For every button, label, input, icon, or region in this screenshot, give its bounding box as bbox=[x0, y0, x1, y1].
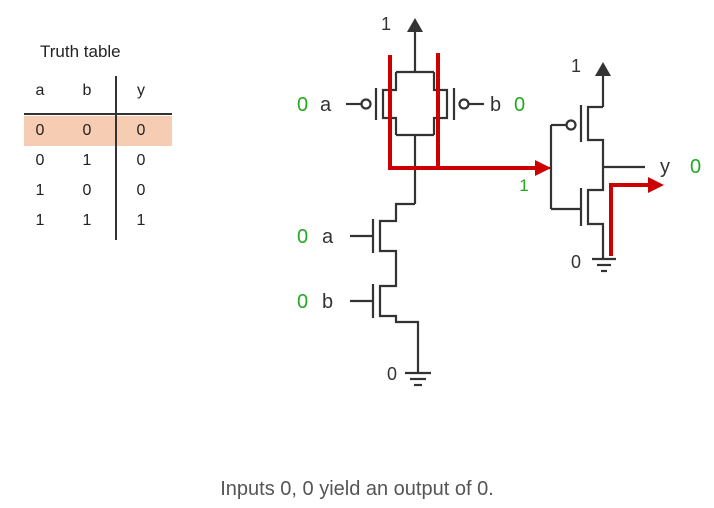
cell-y: 0 bbox=[136, 152, 146, 169]
truth-table-title: Truth table bbox=[40, 42, 121, 61]
intermediate-value: 1 bbox=[519, 176, 528, 195]
output-value: 0 bbox=[690, 156, 701, 178]
inverter-vdd-arrow-icon bbox=[595, 62, 611, 76]
cell-b: 0 bbox=[82, 122, 92, 139]
input-a-value: 0 bbox=[297, 94, 308, 116]
pmos-transistor-b bbox=[432, 72, 484, 135]
ground-symbol bbox=[405, 371, 431, 387]
output-label: y bbox=[660, 156, 670, 178]
cell-y: 0 bbox=[136, 122, 146, 139]
input-a-label: a bbox=[320, 94, 332, 116]
inverter-nmos bbox=[551, 167, 605, 258]
nmos-transistor-a bbox=[350, 202, 415, 268]
header-a: a bbox=[35, 82, 45, 99]
nmos-a-value: 0 bbox=[297, 226, 308, 248]
cell-y: 1 bbox=[136, 212, 146, 229]
gnd-label: 0 bbox=[387, 364, 397, 384]
table-row: 0 0 0 bbox=[24, 116, 172, 146]
cell-b: 0 bbox=[82, 182, 92, 199]
output-path-arrow-icon bbox=[648, 177, 664, 193]
cell-b: 1 bbox=[82, 212, 92, 229]
inverter-gate bbox=[549, 74, 645, 273]
inverter-pmos bbox=[551, 105, 605, 167]
inverter-ground-symbol bbox=[592, 257, 616, 273]
cell-a: 0 bbox=[35, 122, 45, 139]
conduction-path-left bbox=[388, 55, 541, 170]
truth-table-header: a b y bbox=[24, 76, 172, 106]
truth-table: a b y 0 0 0 0 1 0 1 0 0 1 1 1 bbox=[24, 76, 172, 240]
header-y: y bbox=[137, 82, 145, 99]
inverter-output-path bbox=[609, 183, 653, 256]
nmos-a-label: a bbox=[322, 226, 334, 248]
path-arrow-icon bbox=[535, 160, 551, 176]
vdd-label: 1 bbox=[381, 14, 391, 34]
input-b-value: 0 bbox=[514, 94, 525, 116]
cell-y: 0 bbox=[136, 182, 146, 199]
vdd-arrow-icon bbox=[407, 18, 423, 32]
pmos-transistor-a bbox=[346, 72, 398, 135]
nmos-b-value: 0 bbox=[297, 291, 308, 313]
nmos-b-label: b bbox=[322, 291, 333, 313]
input-b-label: b bbox=[490, 94, 501, 116]
cell-a: 0 bbox=[35, 152, 45, 169]
column-divider bbox=[115, 76, 117, 240]
cell-b: 1 bbox=[82, 152, 92, 169]
table-row: 0 1 0 bbox=[24, 146, 172, 176]
header-b: b bbox=[82, 82, 92, 99]
cell-a: 1 bbox=[35, 212, 45, 229]
nmos-transistor-b bbox=[350, 268, 420, 372]
inverter-vdd-label: 1 bbox=[571, 56, 581, 76]
nand-gate bbox=[346, 30, 551, 387]
inverter-gnd-label: 0 bbox=[571, 252, 581, 272]
caption: Inputs 0, 0 yield an output of 0. bbox=[220, 478, 494, 500]
header-divider bbox=[24, 113, 172, 115]
cell-a: 1 bbox=[35, 182, 45, 199]
table-row: 1 1 1 bbox=[24, 206, 172, 236]
table-row: 1 0 0 bbox=[24, 176, 172, 206]
